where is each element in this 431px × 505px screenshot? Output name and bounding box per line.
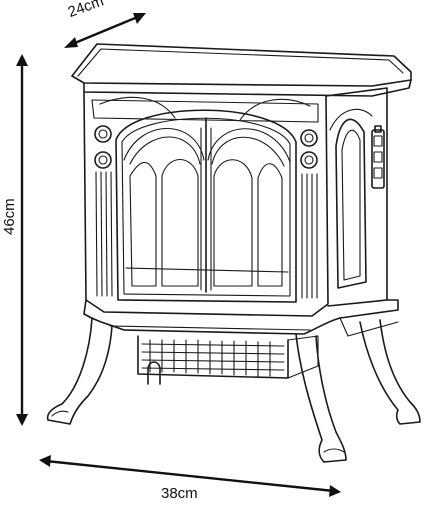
control-panel (371, 125, 385, 189)
height-arrow (16, 54, 28, 426)
front-left-leg (46, 317, 113, 425)
depth-arrow (64, 13, 146, 48)
stove-body (83, 87, 388, 317)
heater-grille (137, 335, 319, 385)
height-dimension-label: 46cm (1, 198, 18, 235)
side-panel (329, 108, 373, 289)
stove-base (83, 299, 399, 337)
right-pilaster (300, 129, 318, 299)
left-pilaster (94, 125, 113, 297)
width-arrow (39, 455, 341, 497)
stove-top (71, 43, 412, 97)
back-right-leg (359, 319, 421, 425)
width-dimension-label: 38cm (161, 485, 198, 502)
front-door-frame (115, 109, 297, 303)
front-right-leg (295, 333, 347, 463)
